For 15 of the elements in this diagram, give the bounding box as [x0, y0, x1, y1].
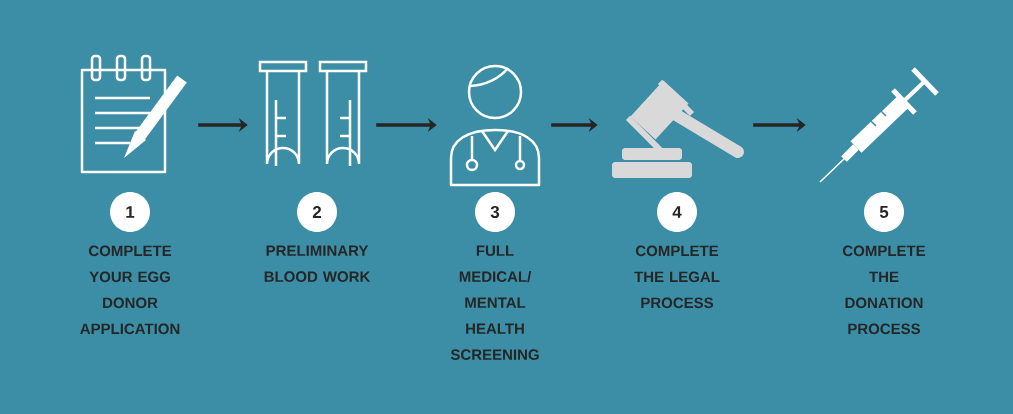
step-number: 4 — [657, 192, 697, 232]
step-label: COMPLETE THE LEGAL PROCESS — [634, 245, 720, 309]
step-label: FULL MEDICAL/ MENTAL HEALTH SCREENING — [450, 245, 539, 360]
test-tubes-drawing — [258, 60, 368, 166]
step-label: PRELIMINARY BLOOD WORK — [264, 245, 371, 282]
clipboard-drawing — [80, 54, 189, 174]
step-number: 1 — [110, 192, 150, 232]
doctor-drawing — [449, 64, 541, 187]
step-label: COMPLETE YOUR EGG DONOR APPLICATION — [80, 245, 180, 335]
step-number: 5 — [864, 192, 904, 232]
step-number: 3 — [475, 192, 515, 232]
step-number: 2 — [297, 192, 337, 232]
step-label: COMPLETE THE DONATION PROCESS — [842, 245, 926, 335]
gavel-drawing — [612, 79, 744, 178]
syringe-drawing — [819, 67, 939, 183]
